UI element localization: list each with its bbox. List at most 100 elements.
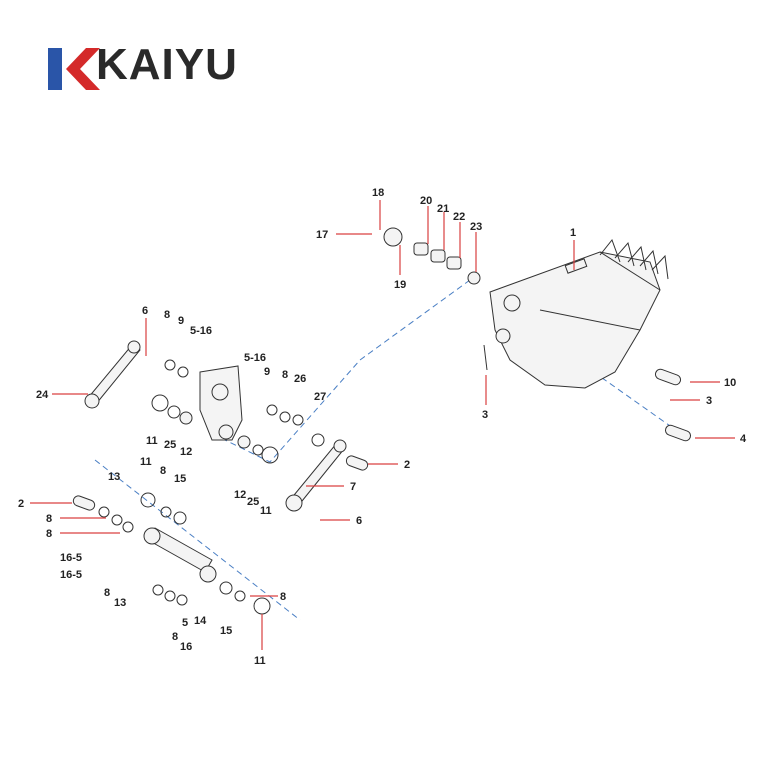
logo-mark-red [66, 48, 100, 90]
part-14-eye-left [143, 527, 161, 545]
arm-end-boss-top [211, 383, 229, 401]
ring-8e [122, 521, 134, 533]
ring-8c [160, 506, 172, 518]
ring-15a [173, 511, 187, 525]
part-10-pin [654, 368, 682, 386]
ring-11b [261, 446, 279, 464]
callout-5a: 5 [182, 617, 188, 629]
callout-10: 10 [724, 377, 736, 389]
ring-8a [164, 359, 176, 371]
callout-26: 26 [294, 373, 306, 385]
callout-22: 22 [453, 211, 465, 223]
ring-11c [140, 492, 156, 508]
callout-24: 24 [36, 389, 49, 401]
ring-25b [252, 444, 264, 456]
ring-25a [167, 405, 181, 419]
callout-13b: 13 [114, 597, 126, 609]
callout-13a: 13 [108, 471, 120, 483]
part-20-ring [413, 242, 429, 256]
part-24-eye-bottom [84, 393, 100, 409]
ring-27 [311, 433, 325, 447]
ring-12a [179, 411, 193, 425]
bucket-side-cutter [564, 258, 588, 274]
callout-3b: 3 [706, 395, 712, 407]
callout-20: 20 [420, 195, 432, 207]
callout-2b: 2 [404, 459, 410, 471]
part-14-eye-right [199, 565, 217, 583]
callout-8g: 8 [172, 631, 178, 643]
bucket-pin-boss-top [503, 294, 521, 312]
callout-9b: 9 [264, 366, 270, 378]
callout-4: 4 [740, 433, 747, 445]
centerline-upper [224, 279, 471, 463]
bucket-pin-boss-bottom [495, 328, 511, 344]
part-2-pin-left [72, 495, 96, 511]
callout-8f: 8 [104, 587, 110, 599]
ring-8d [111, 514, 123, 526]
callout-7: 7 [350, 481, 356, 493]
ring-9b [266, 404, 278, 416]
ring-8b [279, 411, 291, 423]
callout-5-16b: 5-16 [244, 352, 266, 364]
logo-text: KAIYU [96, 40, 238, 89]
callout-19: 19 [394, 279, 406, 291]
part-21-ring [430, 249, 446, 263]
callout-11a: 11 [146, 435, 158, 447]
logo-mark-blue [48, 48, 62, 90]
parts [72, 227, 692, 615]
callout-15a: 15 [174, 473, 186, 485]
part-4-pin [664, 424, 692, 442]
callout-2a: 2 [18, 498, 24, 510]
callout-8h: 8 [280, 591, 286, 603]
callout-27: 27 [314, 391, 326, 403]
ring-26 [292, 414, 304, 426]
callout-8a: 8 [164, 309, 170, 321]
callout-16-5a: 16-5 [60, 552, 82, 564]
callout-23: 23 [470, 221, 482, 233]
callout-8c: 8 [160, 465, 166, 477]
centerline-lower [94, 459, 301, 621]
ring-15b [219, 581, 233, 595]
callouts: 1 2 2 3 3 4 5 5 6 6 7 8 8 8 8 8 8 8 8 9 … [18, 187, 747, 667]
callout-16-5b: 16-5 [60, 569, 82, 581]
callout-8e: 8 [46, 528, 52, 540]
bucket-lip [539, 251, 661, 331]
part-2-pin-right [345, 455, 369, 471]
callout-5-16a: 5-16 [190, 325, 212, 337]
ring-12b [237, 435, 251, 449]
callout-25b: 25 [247, 496, 259, 508]
callout-16: 16 [180, 641, 192, 653]
ring-13a [98, 506, 110, 518]
part-22-ring [446, 256, 462, 270]
callout-1: 1 [570, 227, 576, 239]
callout-8d: 8 [46, 513, 52, 525]
arm-end-boss-bottom [218, 424, 234, 440]
part-7-eye-top [333, 439, 347, 453]
callout-11d: 11 [254, 655, 266, 667]
callout-6b: 6 [356, 515, 362, 527]
part-7-eye-bottom [285, 494, 303, 512]
ring-11d [253, 597, 271, 615]
part-24-eye-top [127, 340, 141, 354]
callout-11c: 11 [140, 456, 152, 468]
callout-12a: 12 [180, 446, 192, 458]
callout-21: 21 [437, 203, 449, 215]
ring-13b [152, 584, 164, 596]
callout-14: 14 [194, 615, 207, 627]
bucket-body [489, 251, 661, 389]
callout-3a: 3 [482, 409, 488, 421]
ring-8g [176, 594, 188, 606]
ring-8h [234, 590, 246, 602]
ring-8f [164, 590, 176, 602]
leader-lines [30, 200, 735, 650]
bucket [489, 238, 669, 389]
callout-8b: 8 [282, 369, 288, 381]
bucket-teeth [599, 238, 669, 280]
callout-6a: 6 [142, 305, 148, 317]
callout-12b: 12 [234, 489, 246, 501]
callout-9a: 9 [178, 315, 184, 327]
part-3-pin-left [483, 344, 488, 371]
ring-9a [177, 366, 189, 378]
callout-18: 18 [372, 187, 384, 199]
